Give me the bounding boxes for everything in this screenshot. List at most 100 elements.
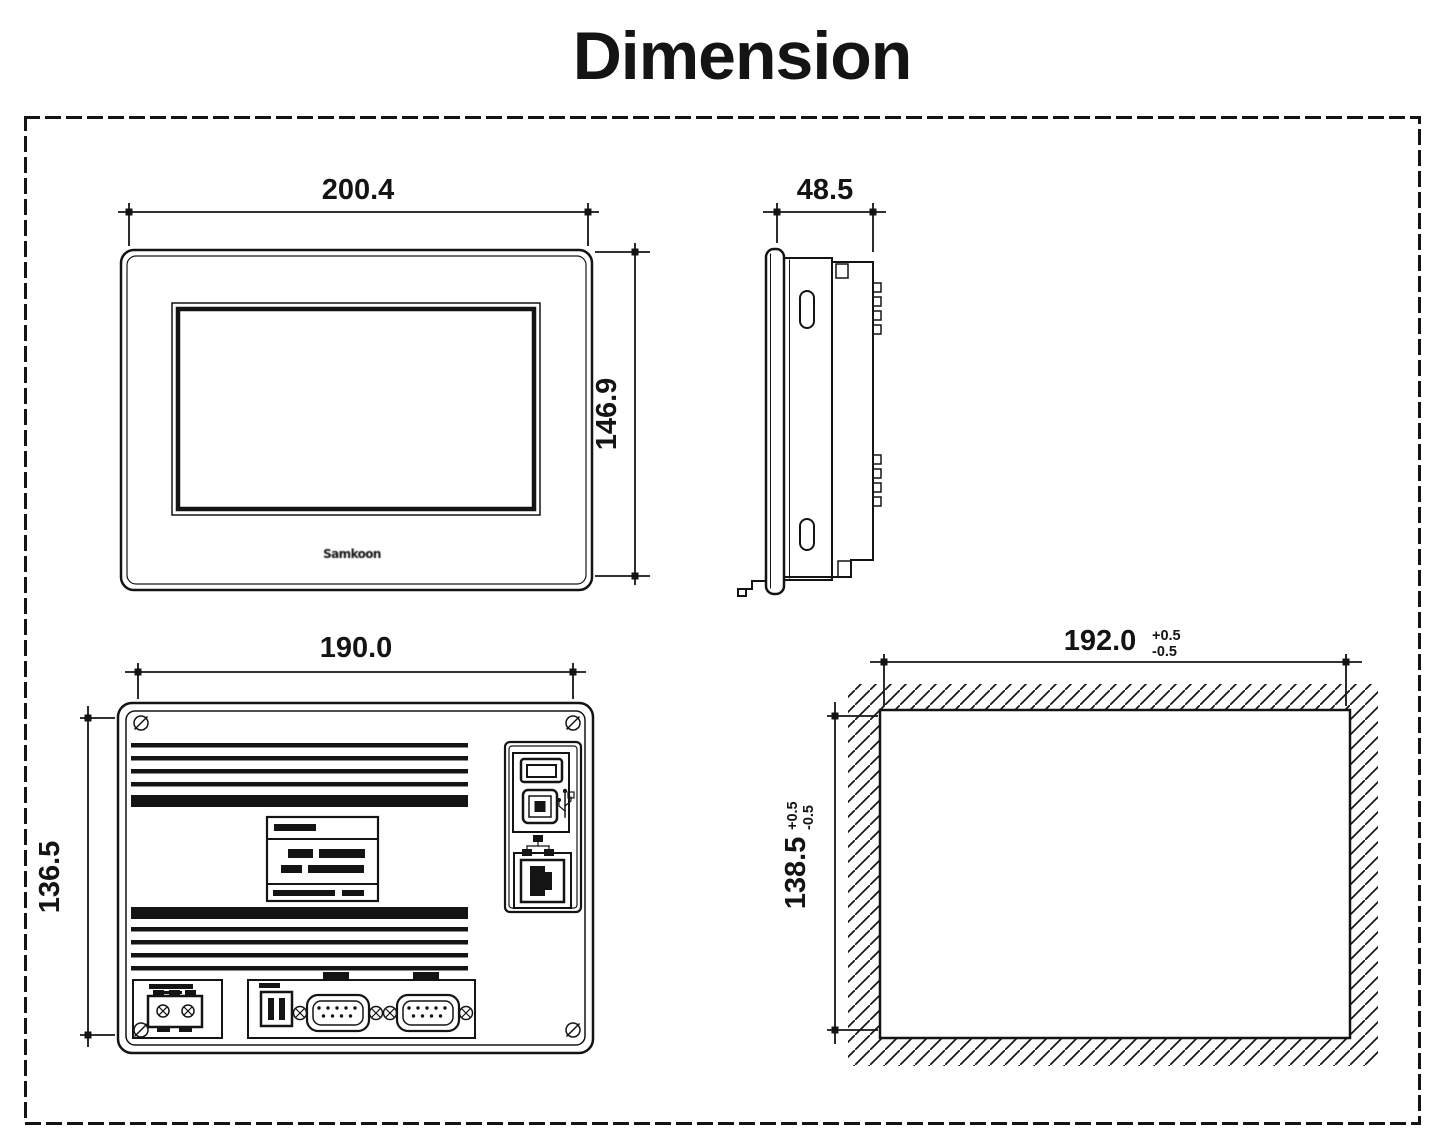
serial-port-com2 — [382, 972, 474, 1033]
rear-width-dimension: 190.0 — [125, 632, 586, 699]
terminal-screw-slot — [158, 1006, 168, 1016]
cutout-view: 192.0 +0.5 -0.5 138.5 +0.5 -0.5 — [780, 625, 1378, 1066]
usb-a-port — [519, 757, 564, 784]
db9-inner — [312, 1000, 364, 1026]
vent-slot — [131, 966, 468, 971]
db9-pin — [326, 1006, 330, 1010]
terminal-screw — [156, 1004, 170, 1018]
rear-view: 190.0 136.5 — [34, 632, 595, 1055]
drawing-border — [24, 116, 1421, 1125]
db9-pin — [425, 1006, 429, 1010]
screen-outer — [171, 302, 541, 516]
screw-slot — [133, 1022, 149, 1038]
front-inner-frame — [126, 255, 587, 585]
db9-screw — [382, 1005, 398, 1021]
power-label-bar — [154, 991, 182, 994]
db9-screw — [368, 1005, 384, 1021]
lan-port-jack — [530, 866, 552, 896]
dim-tolerance-lower: -0.5 — [1152, 644, 1177, 660]
clip-tooth — [872, 324, 882, 335]
clip-tooth — [872, 296, 882, 307]
terminal-screw-slot — [183, 1006, 193, 1016]
lan-group-box — [513, 852, 572, 909]
label-text-bar — [274, 824, 316, 831]
db9-pin — [321, 1014, 326, 1018]
db9-tab — [323, 972, 349, 981]
db9-pin — [407, 1006, 411, 1010]
cutout-width-dimension: 192.0 +0.5 -0.5 — [870, 625, 1362, 706]
usb-icon-dot — [562, 788, 568, 794]
front-width-dimension: 200.4 — [118, 174, 599, 246]
clip-teeth-lower — [872, 454, 882, 507]
vent-bar — [131, 907, 468, 919]
rear-height-dimension: 136.5 — [34, 706, 115, 1047]
clip-tooth — [872, 310, 882, 321]
usb-icon — [557, 788, 575, 818]
dim-tolerance-upper: +0.5 — [1152, 628, 1181, 644]
io-box — [247, 979, 476, 1039]
corner-screw — [565, 1022, 581, 1038]
rear-top-hook — [835, 263, 849, 279]
brand-logo: Samkoon — [323, 547, 381, 561]
screw-icon — [133, 715, 149, 731]
db9-pin — [330, 1014, 335, 1018]
label-text-bar — [308, 865, 364, 873]
db9-pin — [438, 1014, 443, 1018]
port-cluster-frame — [503, 740, 583, 914]
db9-screw — [458, 1005, 474, 1021]
clip-tooth — [872, 454, 882, 465]
power-terminal — [146, 990, 204, 1032]
usb-a-port-inner — [526, 764, 557, 778]
side-view: 48.5 — [737, 174, 886, 597]
screw-icon — [565, 1022, 581, 1038]
power-box — [132, 979, 223, 1039]
screw-icon — [565, 715, 581, 731]
clip-tooth — [872, 282, 882, 293]
usb-icon-dot — [557, 798, 561, 802]
power-label-bar — [149, 984, 193, 989]
cutout-opening — [878, 708, 1352, 1040]
dim-tolerance-lower: -0.5 — [801, 805, 817, 830]
terminal-screw — [181, 1004, 195, 1018]
screw-slot — [565, 1022, 581, 1038]
dim-value: 200.4 — [322, 174, 395, 206]
label-text-bar — [342, 890, 364, 896]
terminal-tab — [179, 1027, 192, 1032]
vent-bar — [131, 795, 468, 807]
port-cluster — [503, 740, 583, 914]
side-depth-dimension: 48.5 — [763, 174, 886, 252]
vent-slot — [131, 953, 468, 958]
db9-screw-slot — [295, 1008, 305, 1018]
label-text-bar — [288, 849, 313, 858]
screw-slot — [565, 715, 581, 731]
side-body — [783, 257, 833, 581]
clip-tooth — [872, 496, 882, 507]
dim-value: 136.5 — [34, 841, 66, 914]
db9-pin — [420, 1014, 425, 1018]
db9-pin — [317, 1006, 321, 1010]
front-height-dimension: 146.9 — [591, 243, 650, 585]
db9-pin — [434, 1006, 438, 1010]
db9-pin — [411, 1014, 416, 1018]
front-outer-frame — [119, 248, 594, 592]
dim-tolerance-upper: +0.5 — [785, 801, 801, 830]
terminal-tab — [185, 990, 196, 996]
usb-icon-branch — [558, 801, 566, 812]
corner-screw — [133, 715, 149, 731]
db9-pin — [353, 1006, 357, 1010]
db9-pin — [443, 1006, 447, 1010]
lan-port — [519, 858, 566, 904]
mounting-slot-upper — [799, 290, 815, 329]
cutout-height-dimension: 138.5 +0.5 -0.5 — [780, 702, 878, 1044]
db9-pin — [344, 1006, 348, 1010]
product-label — [265, 815, 380, 903]
vent-slot — [131, 769, 468, 774]
db9-tab — [413, 972, 439, 981]
usb-b-port-inner — [528, 795, 552, 818]
terminal-body — [146, 994, 204, 1029]
dip-connector — [259, 983, 294, 1028]
vent-slot — [131, 927, 468, 932]
screw-slot — [133, 715, 149, 731]
clip-tooth — [872, 468, 882, 479]
